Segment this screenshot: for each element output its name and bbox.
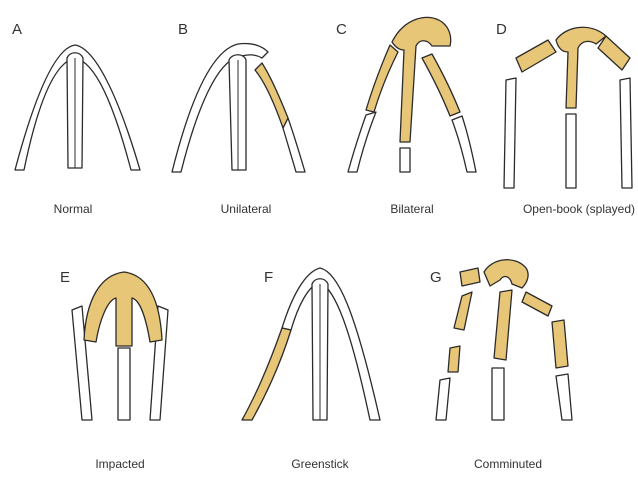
fracture-fragment-g-5 [521,291,553,317]
panel-a: A Normal [12,21,141,216]
fracture-fragment-g-1 [459,267,481,287]
fracture-fragment-e [83,271,163,347]
fracture-fragment-c-right [421,53,461,117]
stem-e-lower [117,347,131,421]
fracture-fragment-c-center [391,16,452,143]
arch-left-b [171,42,269,173]
fracture-fragment-g-7 [447,345,461,373]
panel-letter-c: C [336,21,347,38]
panel-b: B Unilateral [171,21,306,216]
stem-d-lower [565,113,577,189]
arch-left-lower-c [347,111,377,173]
fracture-fragment-g-3 [483,259,529,289]
fracture-fragment-g-6 [551,319,569,369]
arch-outer-a [14,44,141,171]
panel-letter-g: G [430,269,442,286]
fracture-fragment-d-right [597,35,631,71]
arch-right-lower-e [149,305,169,421]
panel-letter-e: E [60,269,70,286]
fracture-fragment-d-left [515,39,557,73]
arch-left-lower-d [503,77,517,189]
fracture-fragment-c-left [365,44,399,113]
fracture-fragment-g-2 [453,291,473,331]
arch-right-lower-c [451,115,477,173]
fracture-fragment-b [254,62,289,129]
caption-d: Open-book (splayed) [523,202,635,216]
panel-letter-b: B [178,21,188,38]
fracture-fragment-g-4 [493,289,513,361]
caption-e: Impacted [95,457,144,471]
panel-letter-a: A [12,21,22,38]
panel-letter-f: F [264,269,273,286]
caption-c: Bilateral [390,202,433,216]
arch-left-lower-e [71,305,93,421]
arch-left-lower-g [435,377,451,421]
stem-c-lower [399,147,411,173]
caption-a: Normal [54,202,93,216]
panel-d: D Open-book (splayed) [496,21,635,216]
caption-g: Comminuted [474,457,542,471]
arch-right-lower-d [619,77,633,189]
fracture-fragment-f [241,327,292,421]
panel-g: G Comminuted [430,259,573,471]
stem-g-lower [491,367,505,421]
panel-c: C Bilateral [336,16,477,216]
caption-f: Greenstick [291,457,349,471]
panel-letter-d: D [496,21,507,38]
arch-right-lower-b [282,117,306,173]
fracture-fragment-d-center [555,26,607,109]
arch-right-lower-g [555,373,573,421]
panel-e: E Impacted [60,269,169,471]
arch-f [281,267,381,421]
caption-b: Unilateral [221,202,272,216]
panel-f: F Greenstick [241,267,381,471]
